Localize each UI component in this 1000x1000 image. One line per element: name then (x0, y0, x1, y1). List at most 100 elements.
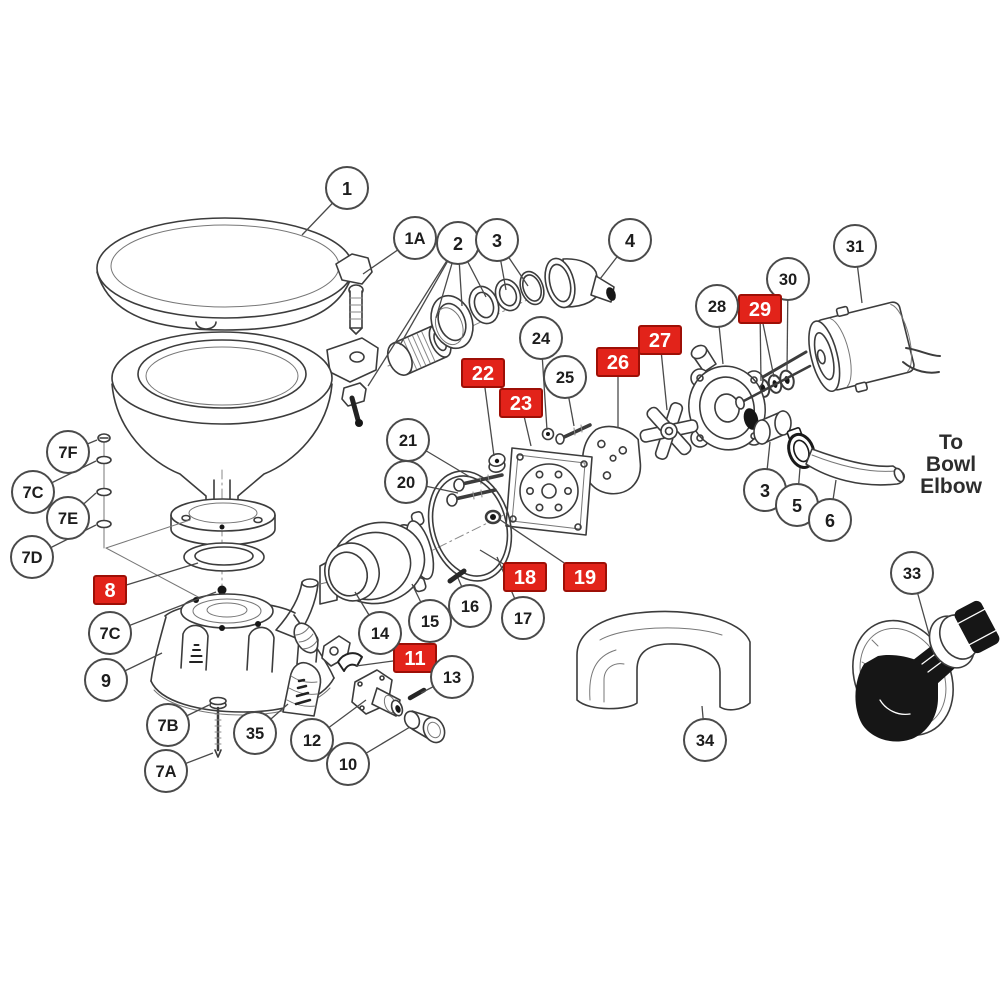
svg-text:7C: 7C (99, 625, 120, 643)
svg-text:2: 2 (453, 234, 463, 254)
callout-31: 31 (833, 224, 877, 268)
discharge-elbow-part12 (351, 669, 404, 717)
motor-part31 (749, 301, 941, 393)
svg-text:3: 3 (760, 481, 770, 501)
discharge-hose-part6 (805, 448, 905, 486)
callout-16: 16 (448, 584, 492, 628)
highlighted-callout-22: 22 (461, 358, 505, 388)
callout-12: 12 (290, 718, 334, 762)
callout-10: 10 (326, 742, 370, 786)
svg-text:33: 33 (903, 565, 921, 583)
highlighted-callout-11: 11 (393, 643, 437, 673)
svg-text:31: 31 (846, 238, 864, 256)
motor-cover-part34 (576, 610, 751, 711)
svg-text:7B: 7B (157, 717, 178, 735)
plug-part10 (403, 710, 446, 744)
callout-13: 13 (430, 655, 474, 699)
svg-text:35: 35 (246, 725, 264, 743)
svg-text:12: 12 (303, 732, 321, 750)
svg-text:26: 26 (607, 352, 629, 374)
svg-text:7E: 7E (58, 510, 78, 528)
inlet-elbow-part4 (544, 257, 616, 309)
callout-17: 17 (501, 596, 545, 640)
callout-25: 25 (543, 355, 587, 399)
callout-35: 35 (233, 711, 277, 755)
svg-text:17: 17 (514, 610, 532, 628)
bowl-body (111, 331, 379, 546)
svg-text:22: 22 (472, 363, 494, 385)
callout-15: 15 (408, 599, 452, 643)
svg-text:20: 20 (397, 474, 415, 492)
leader-line-2 (367, 242, 459, 387)
svg-text:6: 6 (825, 511, 835, 531)
bolts-parts20-21 (446, 473, 504, 507)
callout-1: 1 (325, 166, 369, 210)
svg-text:13: 13 (443, 669, 461, 687)
highlighted-callout-8: 8 (93, 575, 127, 605)
highlighted-callout-27: 27 (638, 325, 682, 355)
callout-7C: 7C (11, 470, 55, 514)
highlighted-callout-23: 23 (499, 388, 543, 418)
svg-text:19: 19 (574, 567, 596, 589)
svg-text:8: 8 (104, 580, 115, 602)
callout-7D: 7D (10, 535, 54, 579)
svg-text:9: 9 (101, 671, 111, 691)
base-seal-part8 (183, 542, 265, 615)
callout-7B: 7B (146, 703, 190, 747)
spud-seals-parts2-3 (386, 270, 545, 376)
callout-7A: 7A (144, 749, 188, 793)
svg-text:28: 28 (708, 298, 726, 316)
nut-part19 (484, 509, 502, 525)
screw-washer-parts24-25 (541, 423, 592, 445)
svg-text:25: 25 (556, 369, 574, 387)
callout-7F: 7F (46, 430, 90, 474)
callout-7E: 7E (46, 496, 90, 540)
callout-9: 9 (84, 658, 128, 702)
seat-lid-part1 (96, 217, 373, 335)
svg-text:29: 29 (749, 299, 771, 321)
svg-text:5: 5 (792, 496, 802, 516)
svg-text:23: 23 (510, 393, 532, 415)
highlighted-callout-18: 18 (503, 562, 547, 592)
mounting-bolts-7f-7c-7e-7d (96, 433, 201, 599)
impeller-part27 (639, 402, 699, 460)
svg-text:14: 14 (371, 625, 390, 643)
svg-text:4: 4 (625, 231, 635, 251)
callout-24: 24 (519, 316, 563, 360)
hose-clamp-part5 (786, 427, 816, 469)
svg-text:15: 15 (421, 613, 439, 631)
to-bowl-elbow-label: To Bowl Elbow (920, 431, 982, 498)
pin-part13 (407, 687, 427, 701)
svg-text:27: 27 (649, 330, 671, 352)
callout-14: 14 (358, 611, 402, 655)
wedge-part35 (282, 662, 322, 717)
svg-text:7C: 7C (22, 484, 43, 502)
svg-text:7D: 7D (21, 549, 42, 567)
spacer-part3 (753, 410, 792, 445)
highlighted-callout-29: 29 (738, 294, 782, 324)
callout-7C: 7C (88, 611, 132, 655)
exploded-drawing (96, 217, 1000, 758)
svg-text:10: 10 (339, 756, 357, 774)
callout-28: 28 (695, 284, 739, 328)
callout-1A: 1A (393, 216, 437, 260)
svg-text:7A: 7A (155, 763, 176, 781)
thruhull-fitting-part33 (852, 600, 1000, 742)
callout-4: 4 (608, 218, 652, 262)
svg-text:3: 3 (492, 231, 502, 251)
svg-text:16: 16 (461, 598, 479, 616)
svg-text:34: 34 (696, 732, 715, 750)
highlighted-callout-26: 26 (596, 347, 640, 377)
svg-text:11: 11 (404, 648, 425, 670)
svg-text:1A: 1A (404, 230, 425, 248)
callout-33: 33 (890, 551, 934, 595)
gasket-plate-part23 (505, 447, 593, 536)
svg-text:18: 18 (514, 567, 536, 589)
base-bolt-parts7a-7b (209, 696, 227, 758)
callout-6: 6 (808, 498, 852, 542)
svg-text:1: 1 (342, 179, 352, 199)
svg-text:24: 24 (532, 330, 551, 348)
